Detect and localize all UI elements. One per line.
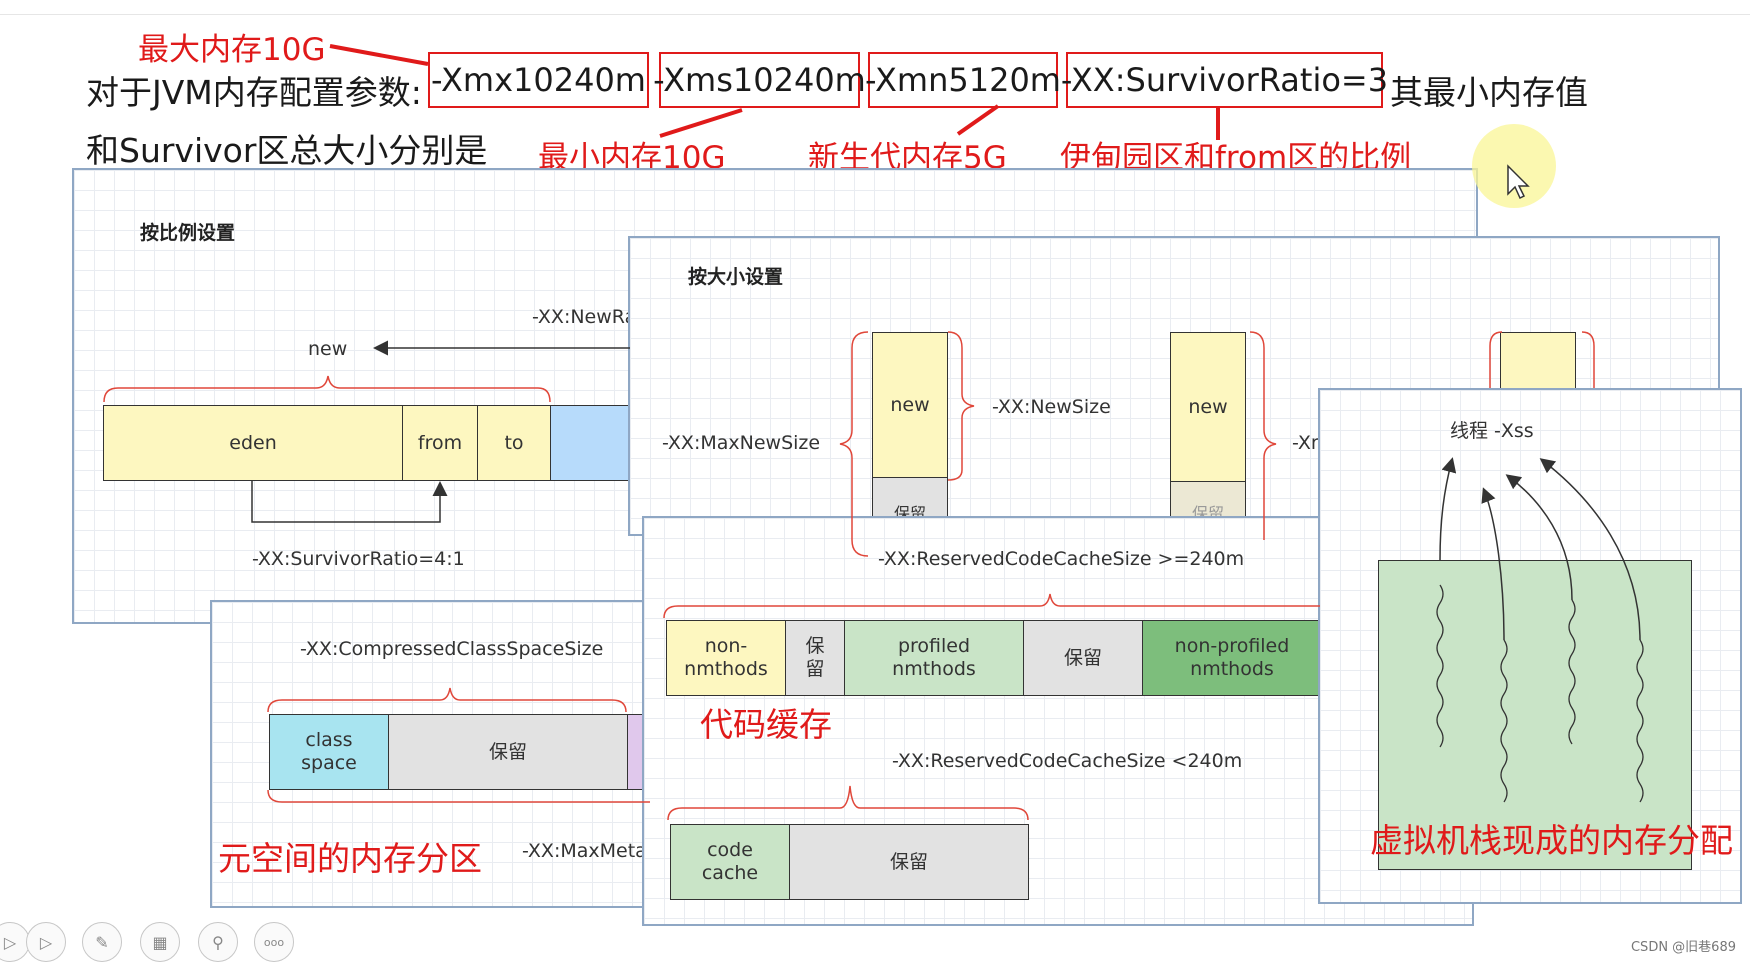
pen-button[interactable]: ✎ bbox=[82, 922, 122, 962]
panel-ratio-title: 按比例设置 bbox=[140, 222, 236, 244]
layout-button[interactable]: ▦ bbox=[140, 922, 180, 962]
question-line1-suffix: 其最小内存值 bbox=[1390, 73, 1588, 112]
survivor-ratio-label: -XX:SurvivorRatio=4:1 bbox=[252, 548, 465, 570]
zoom-button[interactable]: ⚲ bbox=[198, 922, 238, 962]
pointer-young-memory bbox=[956, 104, 1000, 136]
new-size-label: -XX:NewSize bbox=[992, 396, 1111, 418]
new-cell-3 bbox=[1500, 332, 1576, 392]
eden-cell: eden bbox=[103, 405, 403, 481]
play-icon: ▷ bbox=[39, 932, 53, 952]
metaspace-reserve-cell: 保留 bbox=[388, 714, 628, 790]
param-xmn: -Xmn5120m bbox=[865, 52, 1061, 108]
code-cache-reserve-cell: 保留 bbox=[789, 824, 1029, 900]
pointer-max-memory bbox=[329, 44, 429, 66]
code-reserve-small-cell: 保 留 bbox=[785, 620, 845, 696]
profiled-nmethods-cell: profiled nmthods bbox=[844, 620, 1024, 696]
non-nmethods-cell: non- nmthods bbox=[666, 620, 786, 696]
zoom-icon: ⚲ bbox=[212, 932, 224, 952]
code-cache-caption: 代码缓存 bbox=[700, 705, 832, 744]
question-line1-prefix: 对于JVM内存配置参数: bbox=[86, 73, 422, 112]
newratio-label: -XX:NewRa bbox=[532, 306, 637, 328]
non-profiled-nmethods-cell: non-profiled nmthods bbox=[1142, 620, 1322, 696]
class-space-cell: class space bbox=[269, 714, 389, 790]
panel-size-title: 按大小设置 bbox=[688, 266, 784, 288]
more-button[interactable]: ooo bbox=[254, 922, 294, 962]
top-rule bbox=[0, 14, 1750, 15]
watermark: CSDN @旧巷689 bbox=[1630, 940, 1736, 955]
new-cell-2: new bbox=[1170, 332, 1246, 482]
panel-metaspace: -XX:CompressedClassSpaceSize class space… bbox=[210, 600, 652, 908]
to-cell: to bbox=[477, 405, 551, 481]
max-meta-label: -XX:MaxMeta bbox=[522, 840, 647, 862]
annotation-max-memory: 最大内存10G bbox=[138, 32, 326, 68]
reserved-code-cache-lt-label: -XX:ReservedCodeCacheSize <240m bbox=[892, 750, 1243, 772]
from-cell: from bbox=[402, 405, 478, 481]
max-new-size-label: -XX:MaxNewSize bbox=[662, 432, 821, 454]
new-cell-1: new bbox=[872, 332, 948, 478]
layout-icon: ▦ bbox=[152, 932, 168, 952]
prev-slide-button[interactable]: ▷ bbox=[26, 922, 66, 962]
reserved-code-cache-ge-label: -XX:ReservedCodeCacheSize >=240m bbox=[878, 548, 1245, 570]
pen-icon: ✎ bbox=[95, 932, 109, 952]
code-reserve-cell: 保留 bbox=[1023, 620, 1143, 696]
old-gen-cell bbox=[550, 405, 630, 481]
new-label: new bbox=[308, 338, 348, 360]
play-button[interactable]: ▷ bbox=[0, 922, 30, 962]
thread-xss-label: 线程 -Xss bbox=[1450, 420, 1534, 442]
metaspace-caption: 元空间的内存分区 bbox=[218, 839, 482, 878]
question-line2: 和Survivor区总大小分别是 bbox=[86, 131, 488, 170]
param-xmx: -Xmx10240m bbox=[428, 52, 649, 108]
play-icon: ▷ bbox=[3, 932, 17, 952]
param-survivor-ratio: -XX:SurvivorRatio=3 bbox=[1061, 52, 1388, 108]
xm-partial-label: -Xr bbox=[1292, 432, 1319, 454]
cursor-highlight bbox=[1472, 124, 1556, 208]
compressed-class-space-label: -XX:CompressedClassSpaceSize bbox=[300, 638, 604, 660]
stack-caption: 虚拟机栈现成的内存分配 bbox=[1370, 821, 1733, 860]
code-cache-cell: code cache bbox=[670, 824, 790, 900]
panel-thread-stack: 线程 -Xss 虚拟机栈现成的内存分配 bbox=[1318, 388, 1742, 904]
more-icon: ooo bbox=[263, 935, 285, 949]
param-xms: -Xms10240m bbox=[653, 52, 866, 108]
